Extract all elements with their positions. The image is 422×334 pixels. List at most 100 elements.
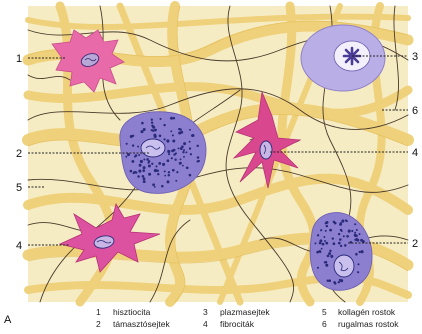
granule — [315, 242, 317, 244]
granule — [328, 252, 331, 255]
granule — [196, 160, 198, 162]
granule — [180, 147, 183, 150]
pointer-label-left-4: 4 — [16, 240, 22, 252]
legend-num-1: 1 — [96, 307, 101, 317]
granule — [180, 158, 182, 160]
granule — [173, 117, 175, 119]
granule — [143, 158, 145, 160]
granule — [143, 180, 146, 183]
granule — [166, 139, 169, 142]
granule — [324, 240, 326, 242]
granule — [171, 157, 173, 159]
legend-text-5: kollagén rostok — [338, 307, 396, 317]
granule — [152, 126, 155, 129]
granule — [176, 171, 178, 173]
granule — [158, 162, 161, 165]
granule — [338, 242, 341, 245]
granule — [148, 165, 151, 168]
granule — [356, 229, 358, 231]
granule — [340, 222, 342, 224]
mast-cell — [120, 112, 206, 194]
legend-text-3: plazmasejtek — [220, 307, 270, 317]
granule — [180, 131, 183, 134]
granule — [154, 169, 157, 172]
legend-text-6: rugalmas rostok — [338, 319, 399, 329]
pointer-label-left-2: 2 — [16, 148, 22, 160]
granule — [153, 134, 156, 137]
granule — [323, 236, 325, 238]
granule — [171, 150, 174, 153]
granule — [152, 129, 154, 131]
granule — [179, 162, 182, 165]
granule — [182, 165, 184, 167]
granule — [132, 144, 134, 146]
granule — [356, 239, 359, 242]
granule — [131, 160, 134, 163]
granule — [317, 267, 319, 269]
granule — [330, 255, 333, 258]
granule — [340, 279, 343, 282]
granule — [340, 245, 342, 247]
granule — [344, 244, 347, 247]
granule — [189, 141, 191, 143]
granule — [140, 160, 143, 163]
granule — [174, 159, 176, 161]
granule — [354, 232, 356, 234]
plasma-cell — [301, 25, 385, 91]
granule — [164, 175, 166, 177]
granule — [325, 261, 327, 263]
granule — [146, 158, 149, 161]
granule — [130, 170, 133, 173]
granule — [133, 171, 136, 174]
granule — [142, 169, 145, 172]
granule — [172, 134, 174, 136]
granule — [126, 143, 128, 145]
granule — [138, 154, 140, 156]
granule — [143, 166, 146, 169]
granule — [319, 239, 322, 242]
granule — [185, 151, 187, 153]
granule — [189, 129, 191, 131]
granule — [332, 237, 334, 239]
granule — [351, 230, 353, 232]
granule — [163, 138, 165, 140]
granule — [326, 279, 328, 281]
granule — [317, 234, 319, 236]
granule — [355, 253, 358, 256]
granule — [172, 169, 175, 172]
granule — [183, 149, 185, 151]
granule — [354, 223, 356, 225]
granule — [141, 122, 144, 125]
granule — [321, 248, 323, 250]
granule — [172, 140, 175, 143]
granule — [137, 146, 139, 148]
granule — [343, 235, 345, 237]
granule — [191, 134, 193, 136]
granule — [127, 153, 130, 156]
granule — [180, 128, 182, 130]
granule — [334, 282, 336, 284]
granule — [339, 238, 342, 241]
granule — [143, 177, 146, 180]
granule — [168, 174, 170, 176]
granule — [329, 250, 331, 252]
granule — [140, 130, 143, 133]
granule — [333, 242, 336, 245]
granule — [167, 159, 170, 162]
granule — [183, 156, 185, 158]
granule — [161, 185, 164, 188]
granule — [139, 164, 142, 167]
granule — [182, 151, 184, 153]
granule — [183, 142, 186, 145]
granule — [151, 121, 153, 123]
granule — [130, 135, 133, 138]
granule — [159, 135, 162, 138]
granule — [142, 175, 145, 178]
pointer-label-right-2: 6 — [412, 105, 418, 117]
granule — [154, 186, 156, 188]
granule — [186, 166, 189, 169]
granule — [189, 174, 192, 177]
granule — [346, 235, 349, 238]
granule — [159, 118, 161, 120]
granule — [325, 264, 328, 267]
